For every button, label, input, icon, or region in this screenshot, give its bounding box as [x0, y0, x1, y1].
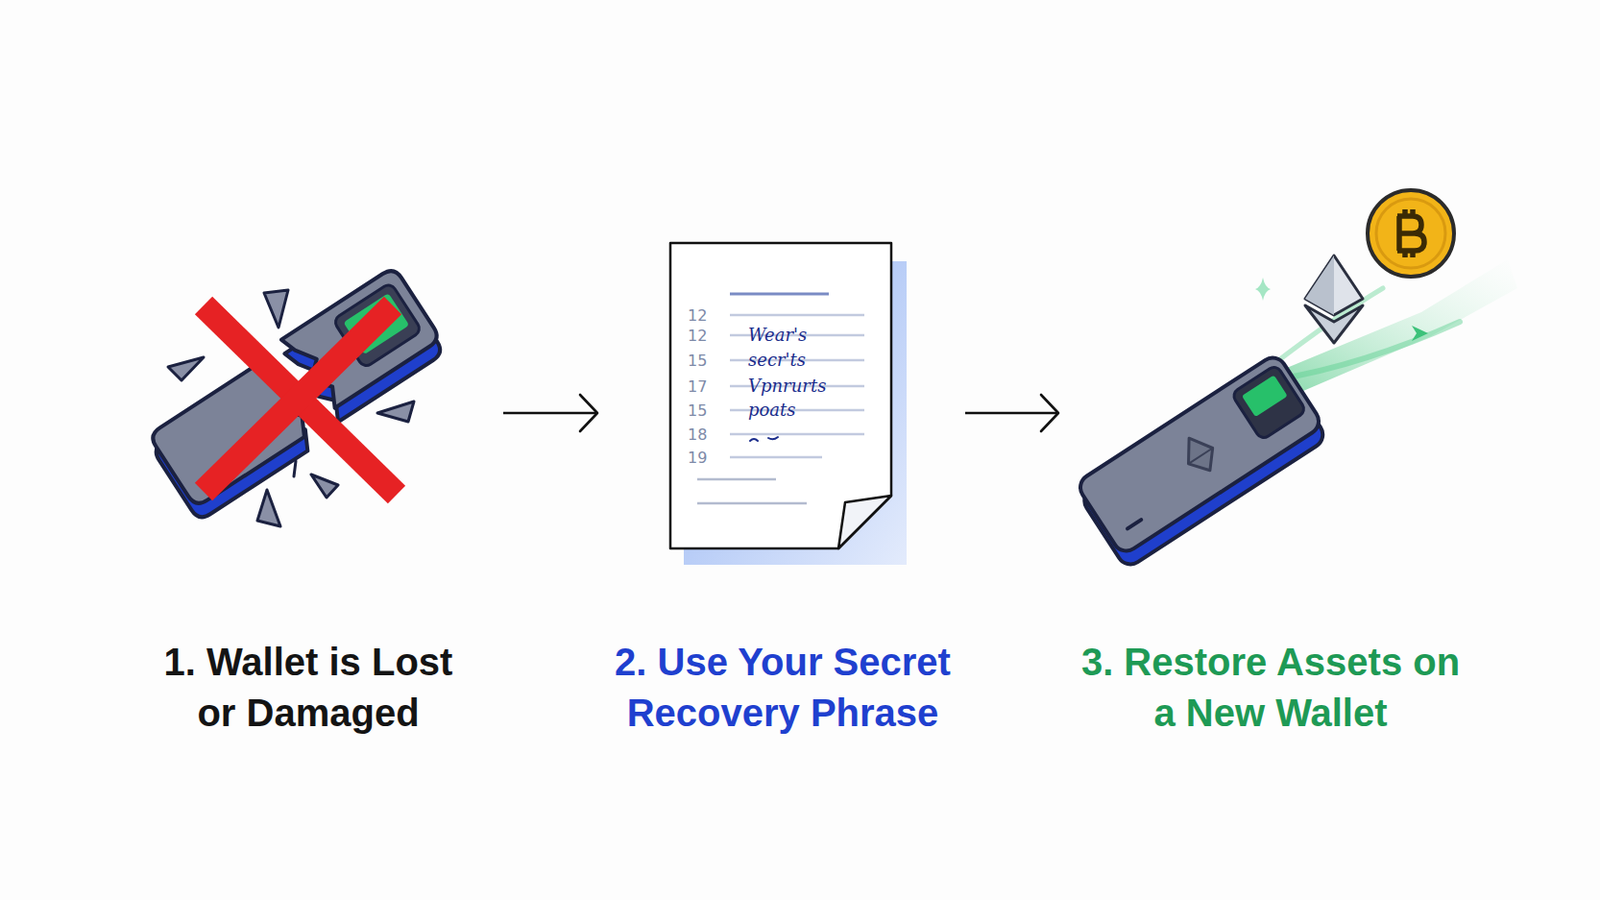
word-number: 17	[687, 377, 707, 396]
step-panel: 3. Restore Assets on a New Wallet	[1058, 230, 1481, 750]
broken-wallet	[140, 266, 453, 521]
recovery-word: Wear's	[748, 324, 807, 345]
restore-streak	[1277, 321, 1460, 380]
step-caption: 3. Restore Assets on a New Wallet	[1072, 636, 1469, 739]
crack-mark	[293, 460, 296, 477]
eth-emblem-line	[1188, 448, 1213, 464]
shard	[257, 489, 281, 527]
paper-rule	[697, 478, 776, 482]
word-number: 12	[687, 306, 707, 325]
shard	[377, 401, 414, 422]
flow-arrow	[965, 412, 1059, 415]
step-caption: 2. Use Your Secret Recovery Phrase	[600, 636, 966, 739]
eth-coin-facet	[1305, 255, 1334, 316]
sparkle	[1255, 277, 1271, 301]
wallet-slot	[1127, 519, 1141, 529]
sparkle-arrow	[1411, 325, 1429, 341]
wallet-screen-frame	[1231, 363, 1308, 440]
step-panel: 2. Use Your Secret Recovery Phrase	[597, 230, 966, 750]
bitcoin-rim	[1376, 198, 1446, 268]
eth-coin	[1305, 255, 1363, 316]
eth-emblem	[1177, 430, 1223, 479]
scribble	[750, 436, 778, 441]
red-cross	[203, 305, 393, 492]
bitcoin-coin	[1367, 190, 1455, 277]
paper-sheet	[670, 242, 892, 549]
paper-rule	[729, 292, 829, 296]
wallet-screen	[1241, 374, 1288, 417]
eth-coin	[1305, 305, 1363, 343]
shard	[168, 357, 204, 381]
paper-rule	[697, 502, 807, 506]
step-panel: 1. Wallet is Lost or Damaged	[134, 230, 504, 750]
new-wallet	[1071, 352, 1332, 570]
paper-rule	[729, 433, 865, 437]
shard	[311, 474, 339, 498]
paper-rule	[729, 314, 865, 317]
word-number: 15	[687, 401, 707, 420]
paper-fold	[838, 495, 892, 549]
flow-arrow	[503, 412, 598, 415]
wallet-body	[1075, 352, 1325, 557]
word-number: 12	[687, 326, 707, 345]
word-number: 18	[687, 425, 707, 444]
paper-rule	[729, 456, 823, 460]
recovery-word: Vpnrurts	[748, 375, 826, 396]
recovery-word: poats	[748, 399, 797, 420]
word-number: 19	[687, 448, 707, 467]
shard	[264, 290, 289, 328]
recovery-word: secr'ts	[748, 349, 806, 370]
step-caption: 1. Wallet is Lost or Damaged	[149, 636, 467, 739]
word-number: 15	[687, 351, 707, 370]
bitcoin-symbol	[1397, 209, 1425, 258]
red-cross	[203, 305, 397, 495]
